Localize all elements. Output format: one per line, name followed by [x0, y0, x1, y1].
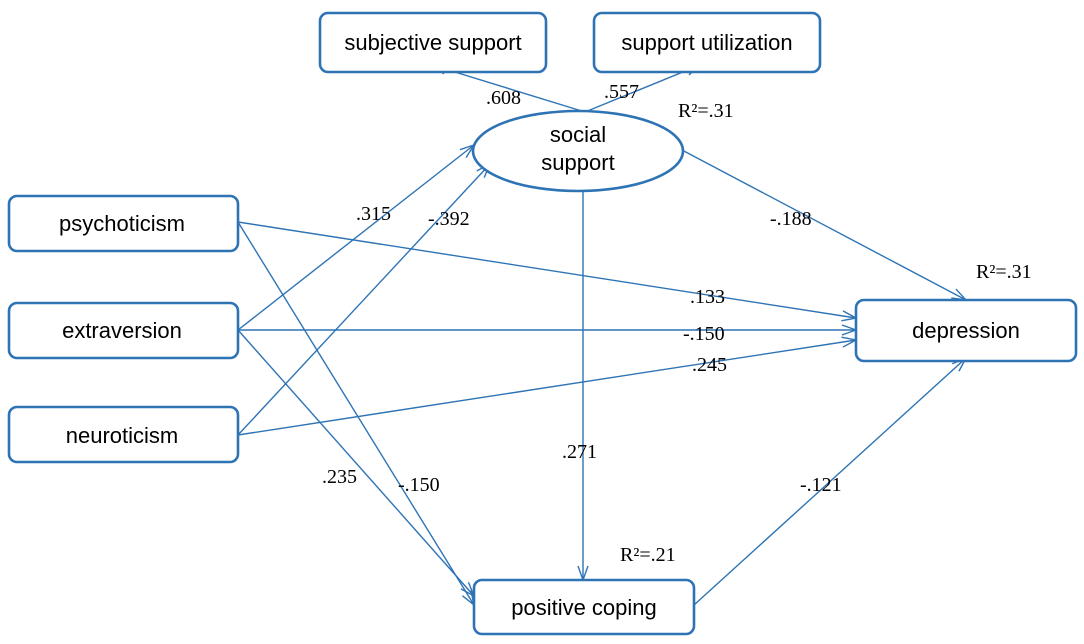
node-label: subjective support — [344, 30, 521, 55]
node-label: depression — [912, 318, 1020, 343]
node-neuroticism: neuroticism — [7, 405, 240, 464]
node-subjective-support: subjective support — [318, 11, 548, 74]
coef-extraversion-to-social: .315 — [356, 203, 391, 225]
node-label: neuroticism — [66, 423, 178, 448]
node-label: psychoticism — [59, 211, 185, 236]
rsq-depression: R²=.31 — [976, 261, 1032, 283]
edge-psychoticism-to-depression — [237, 221, 856, 318]
coef-social-to-coping: .271 — [562, 441, 597, 463]
coef-neuroticism-to-social: -.392 — [428, 208, 470, 230]
coef-social-to-depression: -.188 — [770, 208, 812, 230]
node-label: extraversion — [62, 318, 182, 343]
rsq-positive-coping: R²=.21 — [620, 544, 676, 566]
coef-psychoticism-to-depression: .133 — [690, 286, 725, 308]
node-label: positive coping — [511, 595, 657, 620]
coef-coping-to-depression: -.121 — [800, 474, 842, 496]
rsq-social-support: R²=.31 — [678, 100, 734, 122]
edge-social-to-depression — [681, 149, 966, 300]
node-label-line2: support — [541, 150, 614, 175]
node-support-utilization: support utilization — [592, 11, 822, 74]
coef-psychoticism-to-coping: .235 — [322, 466, 357, 488]
node-psychoticism: psychoticism — [7, 194, 240, 253]
edge-psychoticism-to-coping — [237, 221, 474, 605]
edge-neuroticism-to-depression — [237, 340, 856, 436]
coef-social-to-utilization: .557 — [604, 81, 639, 103]
coef-social-to-subjective: .608 — [486, 87, 521, 109]
path-edges — [237, 65, 966, 606]
coef-neuroticism-to-depression: .245 — [692, 354, 727, 376]
node-positive-coping: positive coping — [472, 578, 696, 636]
node-label: support utilization — [621, 30, 792, 55]
edge-extraversion-to-social — [237, 145, 474, 331]
node-extraversion: extraversion — [7, 301, 240, 360]
edge-neuroticism-to-social — [237, 164, 490, 436]
coef-extraversion-to-coping: -.150 — [398, 474, 440, 496]
path-coefficients: .608 .557 .315 -.392 -.188 .133 -.150 .2… — [322, 81, 842, 496]
edge-coping-to-depression — [693, 358, 966, 606]
edge-extraversion-to-coping — [237, 329, 474, 596]
node-social-support: social support — [471, 109, 685, 193]
coef-extraversion-to-depression: -.150 — [683, 323, 725, 345]
node-label-line1: social — [550, 122, 606, 147]
node-depression: depression — [854, 298, 1078, 363]
